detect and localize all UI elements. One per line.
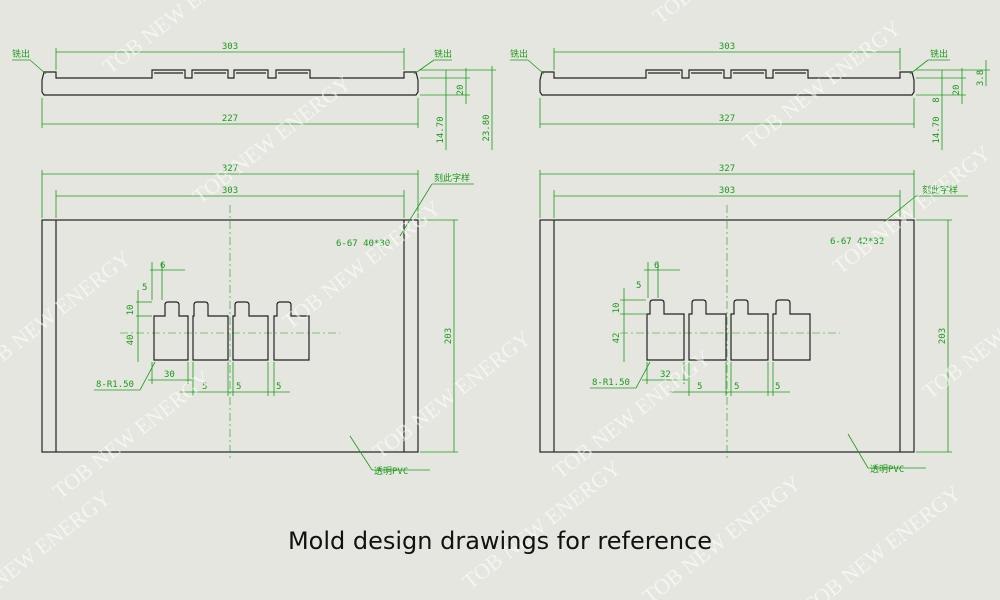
left-side-top-width: 303 [222, 42, 238, 52]
left-side-v20: 20 [456, 85, 466, 96]
right-side-left-note: 铣出 [510, 48, 528, 60]
watermark-text: TOB NEW ENERGY [648, 0, 816, 29]
right-material: 透明PVC [870, 464, 904, 475]
left-top-outer-width: 327 [222, 164, 238, 174]
right-side-v8: 8 [932, 97, 942, 102]
right-side-v20: 20 [952, 85, 962, 96]
right-cavity-1 [646, 299, 685, 361]
right-engrave-note: 刻此字样 [922, 184, 958, 196]
left-top-height: 203 [444, 328, 454, 344]
right-radius-note: 8-R1.50 [592, 378, 630, 388]
right-top-height: 203 [938, 328, 948, 344]
left-top-view: 327 303 203 刻此字样 6-67 40*30 6 5 10 40 8-… [41, 164, 474, 477]
watermark-text: TOB NEW ENERGY [738, 15, 906, 154]
left-gap-5c: 5 [276, 382, 281, 392]
right-top-dims: 327 303 203 刻此字样 6-67 42*32 6 5 10 42 8-… [539, 164, 968, 475]
right-text-spec: 6-67 42*32 [830, 237, 884, 247]
right-side-profile [539, 69, 915, 96]
watermark-text: TOB NEW ENERGY [828, 140, 996, 279]
left-cavity-2 [192, 301, 229, 361]
watermark-text: TOB NEW ENERGY [278, 195, 446, 334]
left-side-right-note: 铣出 [434, 48, 452, 60]
left-dim-6: 6 [160, 261, 165, 271]
right-top-inner-width: 303 [719, 186, 735, 196]
right-side-bottom-width: 327 [719, 114, 735, 124]
right-cavity-2 [688, 299, 727, 361]
left-radius-note: 8-R1.50 [96, 380, 134, 390]
left-engrave-note: 刻此字样 [434, 172, 470, 184]
right-side-top-width: 303 [719, 42, 735, 52]
right-cavity-4 [772, 299, 811, 361]
left-gap-5a: 5 [202, 382, 207, 392]
left-cavity-3 [232, 301, 269, 361]
watermark-text: TOB NEW ENERGY [0, 245, 136, 384]
left-top-inner-width: 303 [222, 186, 238, 196]
right-gap-32: 32 [660, 370, 671, 380]
left-side-v1470: 14.70 [436, 116, 446, 143]
left-gap-5b: 5 [236, 382, 241, 392]
left-dim-5: 5 [142, 283, 147, 293]
right-side-v38: 3.8 [976, 70, 986, 86]
left-side-view: 303 227 铣出 铣出 20 14.70 23.80 [12, 42, 496, 150]
left-side-bottom-width: 227 [222, 114, 238, 124]
right-side-dims: 303 327 铣出 铣出 20 3.8 14.70 8 [510, 42, 990, 150]
left-dim-10: 10 [126, 305, 136, 316]
right-side-right-note: 铣出 [930, 48, 948, 60]
right-dim-6: 6 [654, 261, 659, 271]
watermark-text: TOB NEW ENERGY [918, 265, 1000, 404]
right-cavity-3 [730, 299, 769, 361]
left-cavity-1 [153, 301, 189, 361]
watermark-text: TOB NEW ENERGY [368, 325, 536, 464]
right-side-v1470: 14.70 [932, 116, 942, 143]
left-side-left-note: 铣出 [12, 48, 30, 60]
caption: Mold design drawings for reference [287, 527, 713, 555]
right-drawing: 303 327 铣出 铣出 20 3.8 14.70 8 [510, 42, 990, 475]
left-drawing: 303 227 铣出 铣出 20 14.70 23.80 [12, 42, 496, 477]
right-dim-42: 42 [612, 333, 622, 344]
left-cavities [153, 301, 310, 361]
left-gap-30: 30 [164, 370, 175, 380]
left-side-dims: 303 227 铣出 铣出 20 14.70 23.80 [12, 42, 496, 150]
watermark-text: TOB NEW ENERGY [458, 455, 626, 594]
right-top-view: 327 303 203 刻此字样 6-67 42*32 6 5 10 42 8-… [539, 164, 968, 475]
watermark-text: TOB NEW ENERGY [188, 70, 356, 209]
left-dim-40: 40 [126, 335, 136, 346]
right-side-view: 303 327 铣出 铣出 20 3.8 14.70 8 [510, 42, 990, 150]
watermark-text: TOB NEW ENERGY [98, 0, 266, 79]
left-side-profile [41, 69, 419, 96]
left-side-v2380: 23.80 [482, 114, 492, 141]
right-gap-5b: 5 [734, 382, 739, 392]
left-text-spec: 6-67 40*30 [336, 239, 390, 249]
left-cavity-4 [273, 301, 310, 361]
right-cavities [646, 299, 811, 361]
left-top-dims: 327 303 203 刻此字样 6-67 40*30 6 5 10 40 8-… [41, 164, 474, 477]
right-gap-5a: 5 [697, 382, 702, 392]
left-material: 透明PVC [374, 466, 408, 477]
right-dim-10: 10 [612, 303, 622, 314]
watermark-text: TOB NEW ENERGY [548, 345, 716, 484]
right-dim-5: 5 [636, 281, 641, 291]
right-gap-5c: 5 [775, 382, 780, 392]
right-top-outer-width: 327 [719, 164, 735, 174]
